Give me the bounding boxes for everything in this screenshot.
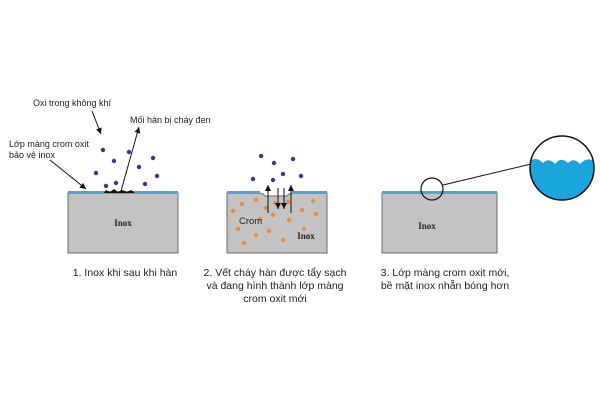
oxygen-dot xyxy=(100,147,106,153)
chromium-dot xyxy=(235,226,241,232)
chromium-dot xyxy=(266,228,272,234)
chromium-dot xyxy=(301,226,307,232)
magnifier-circle xyxy=(529,135,595,201)
oxygen-dot xyxy=(136,164,142,170)
oxygen-dot xyxy=(103,183,109,189)
chromium-dot xyxy=(253,232,259,238)
chromium-label: Crom xyxy=(239,216,262,227)
chromium-dot xyxy=(272,200,278,206)
caption-2-line-3: crom oxit mới xyxy=(243,293,307,305)
chromium-dot xyxy=(241,240,247,246)
oxide-label-line-1: Lớp màng crom oxit xyxy=(9,139,89,149)
caption-3-line-1: 3. Lớp màng crom oxit mới, xyxy=(380,267,510,279)
weld-burn-mark xyxy=(104,189,135,193)
chromium-dot xyxy=(239,201,245,207)
oxygen-dot xyxy=(111,158,117,164)
oxygen-label: Oxi trong không khí xyxy=(33,98,112,108)
oxygen-dot xyxy=(113,180,119,186)
oxygen-dot xyxy=(150,155,156,161)
oxide-pointer-arrow xyxy=(49,159,87,190)
caption-panel-2: 2. Vết cháy hàn được tẩy sạch và đang hì… xyxy=(190,267,360,306)
oxygen-dot xyxy=(280,171,286,177)
inox-label-3: Inox xyxy=(418,221,436,231)
chromium-dot xyxy=(270,212,276,218)
oxygen-pointer-arrow xyxy=(91,110,102,135)
chromium-dot xyxy=(280,237,286,243)
oxygen-dot xyxy=(93,170,99,176)
chromium-dot xyxy=(230,208,236,214)
caption-2-line-2: và đang hình thành lớp màng xyxy=(206,280,344,292)
chromium-dot xyxy=(253,197,259,203)
magnified-oxide-surface xyxy=(530,159,594,200)
inox-block-3 xyxy=(381,192,498,254)
magnifier-detail xyxy=(529,135,595,201)
oxygen-dot xyxy=(258,153,264,159)
weld-pointer-arrow xyxy=(120,126,141,192)
oxygen-dot xyxy=(154,173,160,179)
chromium-dot xyxy=(286,217,292,223)
oxygen-dots-2 xyxy=(250,153,304,183)
chromium-dot xyxy=(285,199,291,205)
panel-1: Inox Oxi trong không khí Mối hàn bị cháy… xyxy=(9,98,211,254)
oxygen-dots-1 xyxy=(93,147,160,189)
upward-reaction-arrows xyxy=(265,185,294,213)
oxide-layer-3 xyxy=(382,191,497,194)
caption-panel-3: 3. Lớp màng crom oxit mới, bề mặt inox n… xyxy=(360,267,530,293)
inox-block-1 xyxy=(67,192,179,254)
oxide-layer-2-left xyxy=(227,191,260,194)
chromium-dot xyxy=(263,205,269,211)
weld-label: Mối hàn bị cháy đen xyxy=(130,115,211,125)
caption-2-line-1: 2. Vết cháy hàn được tẩy sạch xyxy=(203,267,347,279)
oxygen-dot xyxy=(250,176,256,182)
inox-label-1: Inox xyxy=(114,218,132,228)
panel-2: Crom Inox xyxy=(226,153,328,254)
chromium-dot xyxy=(257,216,263,222)
oxygen-dot xyxy=(271,160,277,166)
oxygen-dot xyxy=(126,149,132,155)
chromium-dot xyxy=(310,198,316,204)
oxide-label-line-2: bảo vệ inox xyxy=(9,150,56,160)
oxygen-dot xyxy=(270,177,276,183)
downward-reaction-arrows xyxy=(275,188,287,209)
oxygen-dot xyxy=(290,156,296,162)
chromium-dot xyxy=(313,211,319,217)
oxygen-dot xyxy=(298,173,304,179)
oxygen-dot xyxy=(142,181,148,187)
caption-3-line-2: bề mặt inox nhẵn bóng hơn xyxy=(380,280,510,292)
zoom-connector-line xyxy=(442,163,532,186)
panel-3: Inox xyxy=(381,135,595,254)
caption-1-text: 1. Inox khi sau khi hàn xyxy=(72,267,178,279)
oxide-layer-2-right xyxy=(292,191,327,194)
zoom-circle-small xyxy=(420,177,444,201)
chromium-dot xyxy=(299,207,305,213)
inox-label-2: Inox xyxy=(297,231,315,241)
caption-panel-1: 1. Inox khi sau khi hàn xyxy=(40,267,210,280)
